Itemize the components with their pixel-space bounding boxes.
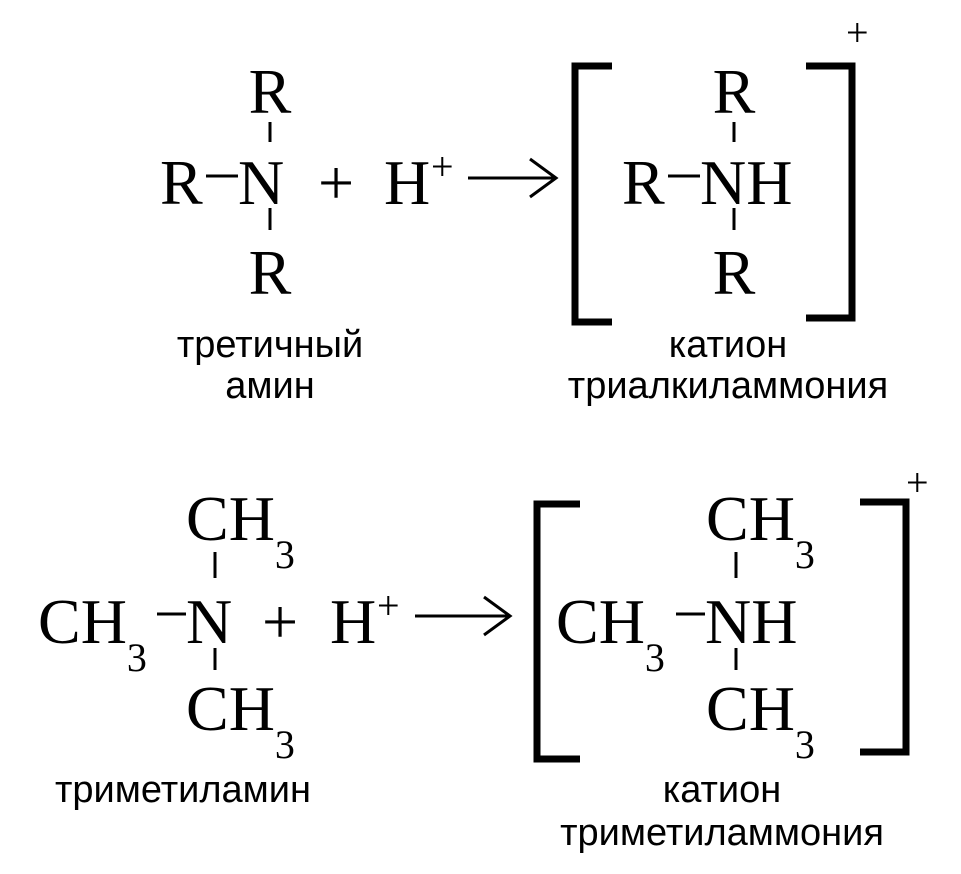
tertiary-amine-structure: R R N R — [160, 56, 292, 308]
product-caption-line-2: триметиламмония — [560, 812, 884, 854]
r-top-label: R — [713, 56, 756, 127]
proton: H + — [384, 144, 454, 218]
arrow-head — [483, 595, 513, 637]
trimethylammonium-cation-structure: CH3 CH3 NH CH3 + — [533, 460, 929, 767]
n-label: N — [238, 147, 284, 218]
ch3-bottom-label: CH3 — [186, 673, 295, 767]
proton-charge: + — [377, 583, 400, 628]
nh-label: NH — [705, 586, 797, 657]
arrow-head — [529, 157, 559, 199]
n-label: N — [186, 586, 232, 657]
trimethylamine-structure: CH3 CH3 N CH3 — [38, 483, 295, 767]
product-caption-line-2: триалкиламмония — [568, 365, 888, 407]
cation-charge: + — [906, 460, 929, 505]
proton-charge: + — [431, 144, 454, 189]
product-caption-line-1: катион — [663, 769, 782, 811]
r-left-label: R — [160, 147, 203, 218]
product-caption-line-1: катион — [669, 324, 788, 366]
nh-label: NH — [700, 147, 792, 218]
proton: H + — [330, 583, 400, 657]
ch3-left-label: CH3 — [556, 586, 665, 680]
proton-label: H — [330, 586, 376, 657]
reaction-arrow — [415, 595, 513, 637]
trialkylammonium-cation-structure: R R NH R + — [571, 10, 869, 326]
r-top-label: R — [249, 56, 292, 127]
proton-label: H — [384, 147, 430, 218]
general-reaction: R R N R + H + R R NH R + — [160, 10, 888, 407]
right-bracket — [806, 62, 856, 322]
left-bracket — [571, 62, 612, 326]
r-bottom-label: R — [249, 237, 292, 308]
cation-charge: + — [846, 10, 869, 55]
plus-sign: + — [262, 586, 298, 657]
specific-reaction: CH3 CH3 N CH3 + H + CH3 CH3 NH CH3 — [38, 460, 929, 854]
plus-sign: + — [318, 147, 354, 218]
r-left-label: R — [622, 147, 665, 218]
ch3-top-label: CH3 — [186, 483, 295, 577]
reactant-caption: триметиламин — [55, 769, 311, 811]
reactant-caption-line-2: амин — [225, 365, 314, 407]
reaction-arrow — [468, 157, 559, 199]
r-bottom-label: R — [713, 237, 756, 308]
reactant-caption-line-1: третичный — [177, 324, 363, 366]
left-bracket — [533, 500, 580, 763]
ch3-left-label: CH3 — [38, 586, 147, 680]
ch3-bottom-label: CH3 — [706, 673, 815, 767]
ch3-top-label: CH3 — [706, 483, 815, 577]
right-bracket — [860, 498, 910, 756]
